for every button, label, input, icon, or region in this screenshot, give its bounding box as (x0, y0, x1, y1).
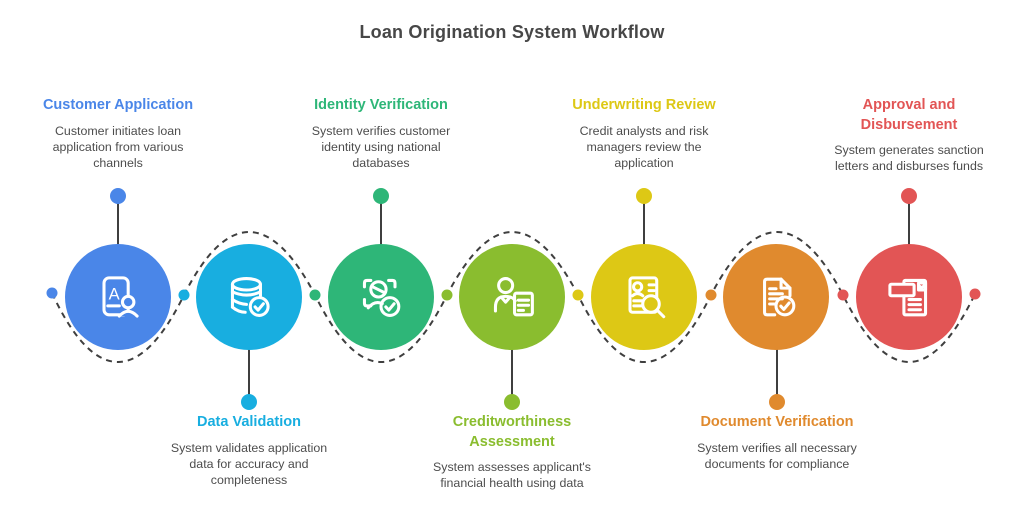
node-title: Creditworthiness Assessment (452, 414, 572, 450)
path-dot-6 (837, 289, 849, 301)
path-dot-3 (441, 289, 453, 301)
node-circle-identity-verification (328, 244, 434, 350)
path-dot-4 (572, 289, 584, 301)
svg-text:A: A (109, 285, 120, 304)
node-label-creditworthiness: Creditworthiness Assessment System asses… (407, 413, 617, 491)
node-label-document-verification: Document Verification System verifies al… (672, 413, 882, 472)
node-description: System verifies customer identity using … (311, 123, 451, 170)
label-dot-approval-disbursement (901, 188, 917, 204)
node-title: Underwriting Review (572, 97, 716, 113)
node-title: Customer Application (42, 97, 194, 113)
sanction-letter-check-icon (888, 278, 928, 317)
face-scan-check-icon (362, 278, 401, 317)
node-title: Data Validation (197, 414, 301, 430)
label-dot-customer-application (110, 188, 126, 204)
path-dot-5 (705, 289, 717, 301)
node-circle-underwriting-review (591, 244, 697, 350)
node-description: Customer initiates loan application from… (52, 123, 184, 170)
node-title: Approval and Disbursement (860, 97, 958, 133)
node-label-data-validation: Data Validation System validates applica… (144, 413, 354, 488)
path-dot-start (46, 287, 58, 299)
node-description: System validates application data for ac… (170, 440, 328, 487)
path-dot-2 (309, 289, 321, 301)
application-card-person-icon: A (102, 276, 139, 318)
label-dot-creditworthiness (504, 394, 520, 410)
label-dot-underwriting-review (636, 188, 652, 204)
node-label-identity-verification: Identity Verification System verifies cu… (281, 96, 481, 171)
label-dot-identity-verification (373, 188, 389, 204)
node-circle-customer-application: A (65, 244, 171, 350)
node-description: System assesses applicant's financial he… (432, 460, 591, 491)
path-dot-1 (178, 289, 190, 301)
node-description: Credit analysts and risk managers review… (579, 123, 709, 170)
page-title: Loan Origination System Workflow (359, 22, 665, 42)
node-title: Identity Verification (314, 97, 448, 113)
node-description: System verifies all necessary documents … (697, 440, 857, 471)
node-label-underwriting-review: Underwriting Review Credit analysts and … (544, 96, 744, 171)
node-label-approval-disbursement: Approval and Disbursement System generat… (809, 96, 1009, 174)
node-circle-document-verification (723, 244, 829, 350)
database-check-icon (230, 277, 270, 317)
path-dot-end (969, 288, 981, 300)
node-circle-creditworthiness (459, 244, 565, 350)
label-dot-document-verification (769, 394, 785, 410)
node-label-customer-application: Customer Application Customer initiates … (18, 96, 218, 171)
node-title: Document Verification (700, 414, 854, 430)
resume-magnifier-icon (628, 276, 666, 319)
person-report-icon (493, 277, 534, 317)
label-dot-data-validation (241, 394, 257, 410)
node-circle-data-validation (196, 244, 302, 350)
node-description: System generates sanction letters and di… (834, 143, 984, 174)
node-circle-approval-disbursement (856, 244, 962, 350)
document-check-icon (763, 277, 796, 317)
